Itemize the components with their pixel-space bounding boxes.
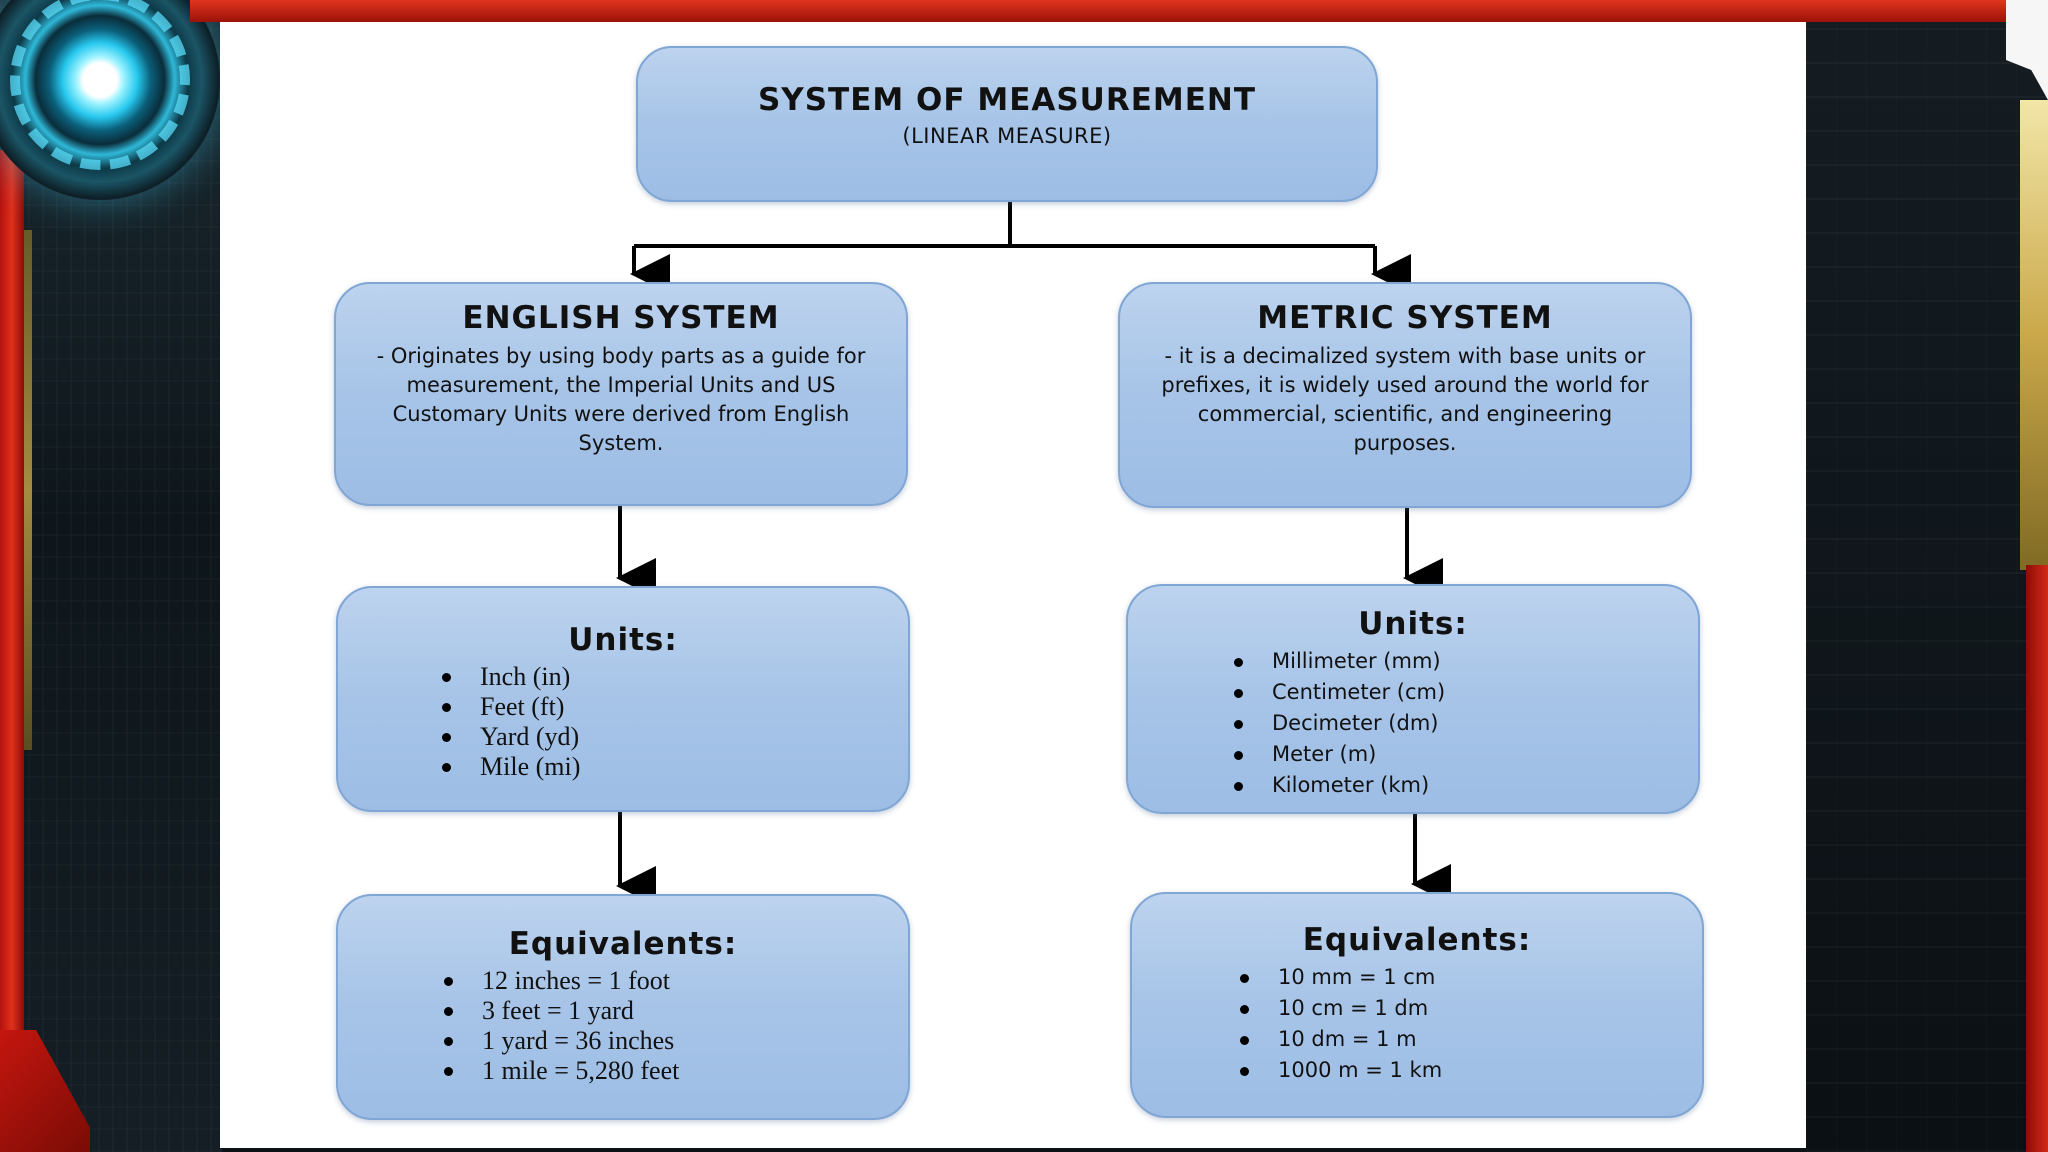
list-item: 1 mile = 5,280 feet xyxy=(444,1056,908,1086)
list-item: 10 cm = 1 dm xyxy=(1240,993,1702,1024)
metric-units-box: Units: Millimeter (mm) Centimeter (cm) D… xyxy=(1126,584,1700,814)
metric-system-title: METRIC SYSTEM xyxy=(1257,300,1553,336)
list-item: Millimeter (mm) xyxy=(1234,646,1698,677)
left-gold-strip xyxy=(24,230,32,750)
english-equivalents-title: Equivalents: xyxy=(508,926,738,962)
list-item: Inch (in) xyxy=(442,662,908,692)
list-item: Yard (yd) xyxy=(442,722,908,752)
metric-equivalents-list: 10 mm = 1 cm 10 cm = 1 dm 10 dm = 1 m 10… xyxy=(1240,962,1702,1086)
root-box: SYSTEM OF MEASUREMENT (LINEAR MEASURE) xyxy=(636,46,1378,202)
english-equivalents-box: Equivalents: 12 inches = 1 foot 3 feet =… xyxy=(336,894,910,1120)
list-item: 10 mm = 1 cm xyxy=(1240,962,1702,993)
english-units-title: Units: xyxy=(568,622,678,658)
english-units-list: Inch (in) Feet (ft) Yard (yd) Mile (mi) xyxy=(442,662,908,782)
root-subtitle: (LINEAR MEASURE) xyxy=(902,124,1112,148)
connector-lines xyxy=(616,202,1451,906)
list-item: Meter (m) xyxy=(1234,739,1698,770)
english-system-box: ENGLISH SYSTEM - Originates by using bod… xyxy=(334,282,908,506)
list-item: 12 inches = 1 foot xyxy=(444,966,908,996)
list-item: Centimeter (cm) xyxy=(1234,677,1698,708)
metric-units-title: Units: xyxy=(1358,606,1468,642)
list-item: Feet (ft) xyxy=(442,692,908,722)
metric-equivalents-title: Equivalents: xyxy=(1302,922,1532,958)
list-item: Mile (mi) xyxy=(442,752,908,782)
metric-system-box: METRIC SYSTEM - it is a decimalized syst… xyxy=(1118,282,1692,508)
list-item: 10 dm = 1 m xyxy=(1240,1024,1702,1055)
english-equivalents-list: 12 inches = 1 foot 3 feet = 1 yard 1 yar… xyxy=(444,966,908,1086)
left-red-bar xyxy=(0,150,24,1152)
right-decor-panel xyxy=(1806,22,2048,1152)
slide: SYSTEM OF MEASUREMENT (LINEAR MEASURE) E… xyxy=(220,22,1806,1148)
list-item: 3 feet = 1 yard xyxy=(444,996,908,1026)
root-title: SYSTEM OF MEASUREMENT xyxy=(757,82,1257,118)
list-item: 1000 m = 1 km xyxy=(1240,1055,1702,1086)
top-red-bar xyxy=(190,0,2010,22)
metric-equivalents-box: Equivalents: 10 mm = 1 cm 10 cm = 1 dm 1… xyxy=(1130,892,1704,1118)
list-item: Kilometer (km) xyxy=(1234,770,1698,801)
metric-units-list: Millimeter (mm) Centimeter (cm) Decimete… xyxy=(1234,646,1698,801)
english-system-title: ENGLISH SYSTEM xyxy=(462,300,780,336)
right-red-bar xyxy=(2026,565,2048,1152)
list-item: 1 yard = 36 inches xyxy=(444,1026,908,1056)
arc-reactor-ring xyxy=(10,0,190,170)
metric-system-description: - it is a decimalized system with base u… xyxy=(1161,344,1649,455)
english-units-box: Units: Inch (in) Feet (ft) Yard (yd) Mil… xyxy=(336,586,910,812)
english-system-description: - Originates by using body parts as a gu… xyxy=(376,344,866,455)
list-item: Decimeter (dm) xyxy=(1234,708,1698,739)
right-gold-strip xyxy=(2020,100,2048,570)
